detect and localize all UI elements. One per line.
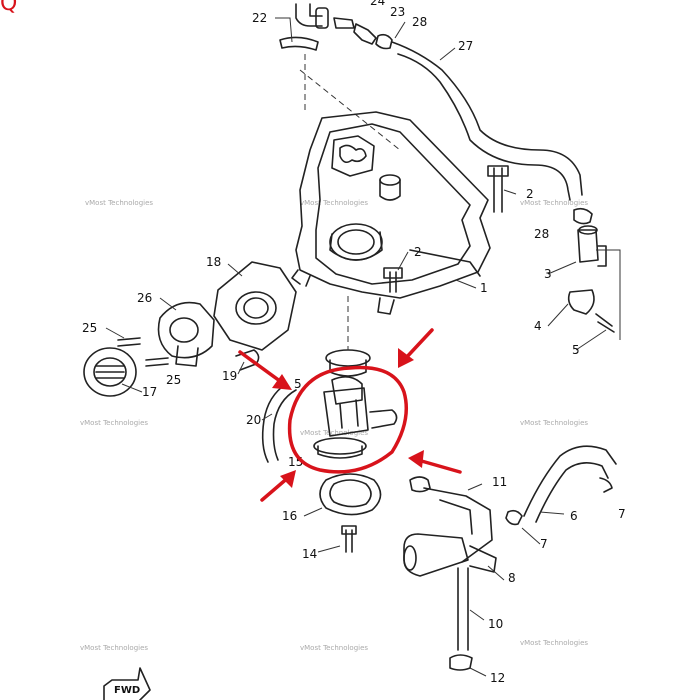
callout-number: 28 bbox=[534, 227, 549, 241]
callout-number: 23 bbox=[390, 5, 405, 19]
callout-number: 4 bbox=[534, 319, 542, 333]
callout-number: 16 bbox=[282, 509, 297, 523]
watermark: vMost Technologies bbox=[80, 419, 148, 427]
callout-number: 7 bbox=[540, 537, 548, 551]
callout-number: 5 bbox=[572, 343, 580, 357]
watermark: vMost Technologies bbox=[520, 639, 588, 647]
callout-number: 25 bbox=[166, 373, 181, 387]
right-fittings bbox=[567, 207, 621, 340]
callout-number: 25 bbox=[82, 321, 97, 335]
vent-hose-assembly bbox=[279, 3, 583, 201]
forward-arrow: FWD bbox=[103, 667, 151, 700]
leader-lines bbox=[105, 17, 607, 677]
fuel-pump-module bbox=[313, 296, 398, 459]
callout-number: 19 bbox=[222, 369, 237, 383]
callout-number: 22 bbox=[252, 11, 267, 25]
watermark: vMost Technologies bbox=[80, 644, 148, 652]
watermark: vMost Technologies bbox=[85, 199, 153, 207]
watermarks: vMost Technologies vMost Technologies vM… bbox=[80, 199, 588, 652]
pressure-regulator-assembly bbox=[403, 445, 617, 671]
callout-number: 8 bbox=[508, 571, 516, 585]
watermark: vMost Technologies bbox=[520, 199, 588, 207]
callout-number: 12 bbox=[490, 671, 505, 685]
fuel-tank bbox=[291, 111, 491, 315]
watermark: vMost Technologies bbox=[300, 644, 368, 652]
callout-number: 5 bbox=[294, 377, 302, 391]
callout-number: 27 bbox=[458, 39, 473, 53]
watermark: vMost Technologies bbox=[300, 429, 368, 437]
annotation-arrow bbox=[402, 328, 434, 362]
callout-number: 7 bbox=[618, 507, 626, 521]
callout-number: 2 bbox=[414, 245, 422, 259]
corner-mark: Q bbox=[0, 0, 17, 16]
annotation-arrow bbox=[238, 350, 286, 386]
callout-number: 1 bbox=[480, 281, 488, 295]
intake-assembly bbox=[83, 261, 297, 463]
watermark: vMost Technologies bbox=[300, 199, 368, 207]
callout-number: 17 bbox=[142, 385, 157, 399]
pump-gasket bbox=[319, 473, 382, 553]
watermark: vMost Technologies bbox=[520, 419, 588, 427]
callout-number: 2 bbox=[526, 187, 534, 201]
callout-number: 24 bbox=[370, 0, 385, 8]
callout-number: 6 bbox=[570, 509, 578, 523]
callout-number: 26 bbox=[137, 291, 152, 305]
annotation-arrow bbox=[416, 458, 462, 474]
callout-labels: 22 24 23 28 27 2 28 2 3 1 18 26 4 25 5 2… bbox=[82, 0, 626, 685]
callout-number: 28 bbox=[412, 15, 427, 29]
callout-number: 18 bbox=[206, 255, 221, 269]
callout-number: 10 bbox=[488, 617, 503, 631]
callout-number: 20 bbox=[246, 413, 261, 427]
red-annotations bbox=[238, 328, 462, 502]
fwd-label: FWD bbox=[114, 685, 140, 696]
tank-bolts bbox=[383, 165, 509, 293]
callout-number: 3 bbox=[544, 267, 552, 281]
annotation-circle bbox=[287, 365, 408, 474]
callout-number: 11 bbox=[492, 475, 507, 489]
callout-number: 14 bbox=[302, 547, 317, 561]
